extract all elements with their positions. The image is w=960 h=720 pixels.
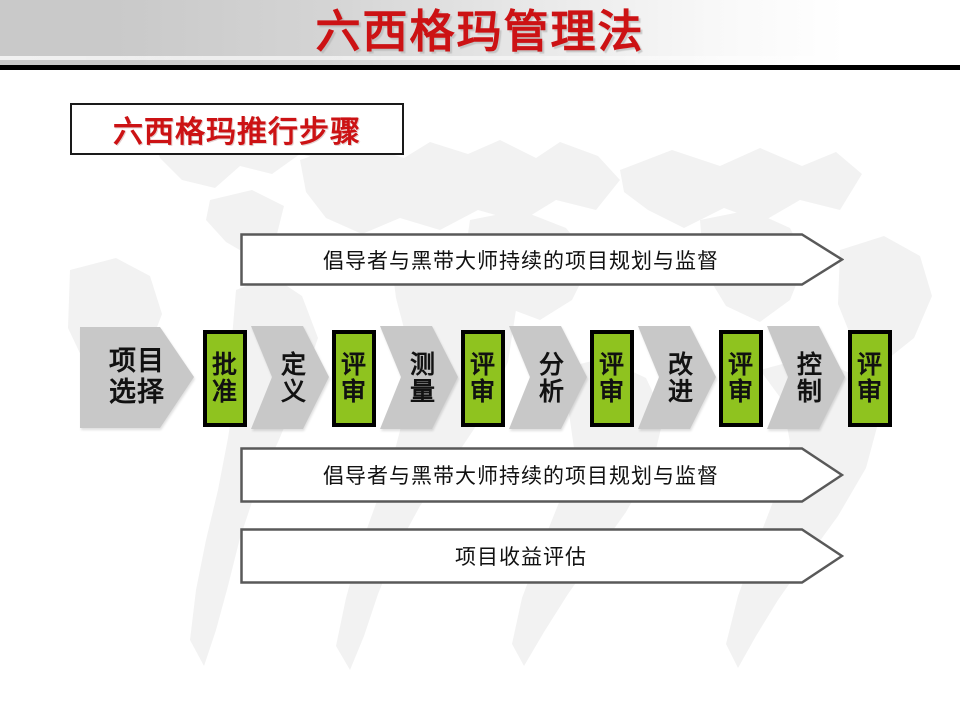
banner-middle-label: 倡导者与黑带大师持续的项目规划与监督 (323, 464, 719, 488)
process-step-7[interactable]: 改进 (638, 315, 716, 440)
process-step-0[interactable]: 批准 (203, 315, 247, 440)
process-step-start[interactable]: 项目 选择 (78, 315, 196, 440)
process-step-5[interactable]: 分析 (509, 315, 587, 440)
process-step-9-line2: 制 (796, 376, 823, 406)
process-step-1-line1: 定 (280, 349, 307, 379)
process-step-6-line2: 审 (598, 376, 625, 406)
process-step-start-line1: 项目 (109, 345, 165, 377)
process-step-6-label: 评审 (590, 315, 634, 440)
process-step-10-line1: 评 (856, 349, 883, 379)
process-step-4-label: 评审 (461, 315, 505, 440)
process-step-8-label: 评审 (719, 315, 763, 440)
process-step-5-label: 分析 (509, 315, 601, 440)
process-step-0-label: 批准 (203, 315, 247, 440)
banner-top-label: 倡导者与黑带大师持续的项目规划与监督 (323, 248, 719, 273)
process-step-start-label: 项目 选择 (78, 315, 212, 440)
process-step-4-line2: 审 (469, 376, 496, 406)
process-step-2[interactable]: 评审 (332, 315, 376, 440)
banner-top-oversight: 倡导者与黑带大师持续的项目规划与监督 (240, 233, 844, 286)
subtitle-box: 六西格玛推行步骤 (70, 103, 404, 155)
process-step-10[interactable]: 评审 (848, 315, 892, 440)
process-step-4[interactable]: 评审 (461, 315, 505, 440)
process-step-1-label: 定义 (251, 315, 343, 440)
banner-bottom-benefit: 项目收益评估 (240, 528, 844, 584)
process-step-1-line2: 义 (280, 376, 307, 406)
process-step-3-line1: 测 (409, 349, 436, 379)
process-step-2-line2: 审 (340, 376, 367, 406)
process-step-3-label: 测量 (380, 315, 472, 440)
process-step-1[interactable]: 定义 (251, 315, 329, 440)
process-step-0-line1: 批 (211, 349, 238, 379)
process-step-10-line2: 审 (856, 376, 883, 406)
subtitle-label: 六西格玛推行步骤 (113, 115, 361, 150)
process-flow-row: 项目 选择 批准定义评审测量评审分析评审改进评审控制评审 (0, 315, 960, 440)
process-step-3[interactable]: 测量 (380, 315, 458, 440)
process-step-5-line1: 分 (538, 349, 565, 379)
process-step-8[interactable]: 评审 (719, 315, 763, 440)
process-step-6-line1: 评 (598, 349, 625, 379)
process-step-3-line2: 量 (409, 376, 436, 406)
banner-middle-oversight: 倡导者与黑带大师持续的项目规划与监督 (240, 447, 844, 503)
process-step-9[interactable]: 控制 (767, 315, 845, 440)
process-step-9-label: 控制 (767, 315, 859, 440)
banner-bottom-label: 项目收益评估 (455, 545, 587, 569)
process-step-2-line1: 评 (340, 349, 367, 379)
process-step-9-line1: 控 (796, 349, 823, 379)
process-step-5-line2: 析 (538, 376, 565, 406)
page-title: 六西格玛管理法 (315, 5, 645, 58)
process-step-7-line1: 改 (667, 349, 694, 379)
process-step-8-line2: 审 (727, 376, 754, 406)
process-step-7-line2: 进 (667, 376, 694, 406)
process-step-8-line1: 评 (727, 349, 754, 379)
process-step-0-line2: 准 (211, 376, 238, 406)
process-step-10-label: 评审 (848, 315, 892, 440)
title-bar (0, 0, 960, 70)
process-step-7-label: 改进 (638, 315, 730, 440)
process-step-4-line1: 评 (469, 349, 496, 379)
process-step-2-label: 评审 (332, 315, 376, 440)
process-step-6[interactable]: 评审 (590, 315, 634, 440)
process-step-start-line2: 选择 (109, 376, 165, 408)
